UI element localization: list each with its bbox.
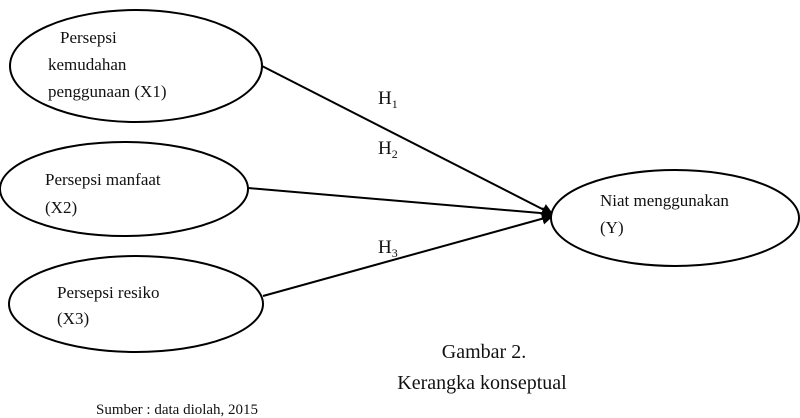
node-y-line-2: (Y): [600, 218, 624, 237]
figure-caption-title: Kerangka konseptual: [397, 372, 567, 394]
node-x1-line-1: Persepsi: [60, 28, 117, 47]
figure-caption-number: Gambar 2.: [442, 341, 526, 363]
node-x3-line-2: (X3): [57, 309, 89, 328]
hypothesis-h2-label: H2: [378, 138, 398, 161]
node-x2-line-1: Persepsi manfaat: [45, 170, 161, 189]
node-x1-line-3: penggunaan (X1): [48, 82, 167, 101]
arrow-x1-to-y: [261, 65, 554, 215]
node-x3: Persepsi resiko (X3): [8, 255, 264, 353]
node-x2: Persepsi manfaat (X2): [0, 141, 249, 237]
arrow-x2-to-y: [247, 187, 554, 220]
hypothesis-h1-label: H1: [378, 88, 398, 111]
node-y: Niat menggunakan (Y): [550, 169, 800, 267]
hypothesis-h3-label: H3: [378, 237, 398, 260]
arrow-x3-to-y: [262, 212, 554, 297]
node-x1-line-2: kemudahan: [48, 55, 127, 74]
node-x1: Persepsi kemudahan penggunaan (X1): [9, 9, 263, 123]
node-y-line-1: Niat menggunakan: [600, 191, 729, 210]
node-x2-line-2: (X2): [45, 198, 77, 217]
source-note: Sumber : data diolah, 2015: [96, 402, 258, 418]
node-x3-line-1: Persepsi resiko: [57, 283, 159, 302]
